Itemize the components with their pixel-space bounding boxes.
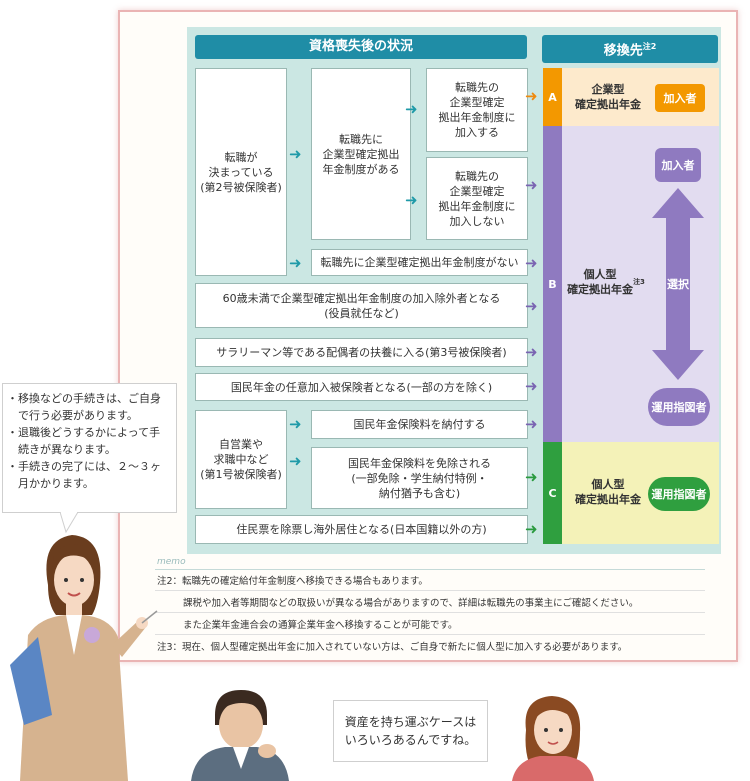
- memo-line-4: 注3：現在、個人型確定拠出年金に加入されていない方は、ご自身で新たに個人型に加入…: [157, 642, 628, 653]
- memo-divider: [155, 590, 705, 591]
- double-arrow-icon: [652, 188, 704, 380]
- arrow-icon: ➜: [405, 100, 418, 118]
- dest-b-top-badge: 加入者: [655, 148, 701, 182]
- woman-speech-bubble: ・移換などの手続きは、ご自身 で行う必要があります。 ・退職後どうするかによって…: [2, 383, 177, 513]
- woman-presenter-illustration: [10, 535, 158, 781]
- box-voluntary: 国民年金の任意加入被保険者となる(一部の方を除く): [195, 373, 528, 401]
- status-header: 資格喪失後の状況: [195, 35, 527, 59]
- arrow-to-b-icon: ➜: [525, 415, 538, 433]
- arrow-icon: ➜: [289, 452, 302, 470]
- woman-bubble-line: ・移換などの手続きは、ご自身: [7, 392, 161, 405]
- dest-b-select-label: 選択: [667, 278, 689, 291]
- arrow-to-c-icon: ➜: [525, 468, 538, 486]
- arrow-icon: ➜: [289, 415, 302, 433]
- dest-a-badge: 加入者: [655, 84, 705, 112]
- woman-bubble-line: 続きが異なります。: [7, 443, 116, 456]
- arrow-to-b-icon: ➜: [525, 343, 538, 361]
- box-not-join-plan: 転職先の 企業型確定 拠出年金制度に 加入しない: [426, 157, 528, 240]
- memo-label: memo: [157, 557, 186, 567]
- box-pay-premium: 国民年金保険料を納付する: [311, 410, 528, 439]
- memo-line-1: 注2：転職先の確定給付年金制度へ移換できる場合もあります。: [157, 576, 428, 587]
- woman-listener-illustration: [512, 696, 594, 781]
- arrow-icon: ➜: [289, 254, 302, 272]
- box-join-plan: 転職先の 企業型確定 拠出年金制度に 加入する: [426, 68, 528, 152]
- memo-divider: [155, 569, 705, 570]
- dest-c-name: 個人型 確定拠出年金: [575, 478, 641, 506]
- woman-bubble-line: 月かかります。: [7, 477, 94, 490]
- man-illustration: [191, 690, 289, 781]
- arrow-to-c-icon: ➜: [525, 520, 538, 538]
- box-no-plan: 転職先に企業型確定拠出年金制度がない: [311, 249, 528, 276]
- woman-bubble-line: で行う必要があります。: [7, 409, 138, 422]
- status-header-title: 資格喪失後の状況: [308, 39, 413, 54]
- arrow-to-b-icon: ➜: [525, 254, 538, 272]
- arrow-icon: ➜: [289, 145, 302, 163]
- arrow-to-b-icon: ➜: [525, 297, 538, 315]
- bubble-tail-icon: [60, 512, 79, 534]
- dest-c-badge: 運用指図者: [648, 477, 710, 511]
- box-spouse: サラリーマン等である配偶者の扶養に入る(第3号被保険者): [195, 338, 528, 367]
- dest-c-letter: C: [543, 442, 562, 544]
- box-new-employer-has-plan: 転職先に 企業型確定拠出 年金制度がある: [311, 68, 411, 240]
- box-exempt-premium: 国民年金保険料を免除される (一部免除・学生納付特例・ 納付猶予も含む): [311, 447, 528, 509]
- dest-a-name: 企業型 確定拠出年金: [575, 83, 641, 111]
- memo-divider: [155, 612, 705, 613]
- destination-header-title: 移換先: [603, 43, 643, 59]
- dest-b-letter: B: [543, 126, 562, 442]
- dest-a-letter: A: [543, 68, 562, 126]
- memo-divider: [155, 634, 705, 635]
- dest-b-bottom-badge: 運用指図者: [648, 388, 710, 426]
- destination-header: 移換先注2: [542, 35, 718, 64]
- man-bubble-line: いろいろあるんですね。: [344, 733, 477, 747]
- dest-b-note: 注3: [633, 277, 645, 286]
- destination-header-note: 注2: [642, 42, 657, 51]
- woman-bubble-line: ・手続きの完了には、２～３ヶ: [7, 460, 161, 473]
- arrow-to-a-icon: ➜: [525, 87, 538, 105]
- dest-b-name: 個人型 確定拠出年金注3: [566, 262, 646, 302]
- memo-line-3: また企業年金連合会の通算企業年金へ移換することが可能です。: [183, 620, 458, 631]
- man-bubble-line: 資産を持ち運ぶケースは: [344, 715, 477, 729]
- box-under60-excluded: 60歳未満で企業型確定拠出年金制度の加入除外者となる (役員就任など): [195, 283, 528, 328]
- arrow-to-b-icon: ➜: [525, 377, 538, 395]
- box-self-employed: 自営業や 求職中など (第1号被保険者): [195, 410, 287, 509]
- box-abroad: 住民票を除票し海外居住となる(日本国籍以外の方): [195, 515, 528, 544]
- arrow-icon: ➜: [405, 191, 418, 209]
- dest-b-name-text: 個人型 確定拠出年金: [567, 268, 634, 296]
- arrow-to-b-icon: ➜: [525, 176, 538, 194]
- man-speech-bubble: 資産を持ち運ぶケースは いろいろあるんですね。: [333, 700, 488, 762]
- box-job-change: 転職が 決まっている (第2号被保険者): [195, 68, 287, 276]
- woman-bubble-line: ・退職後どうするかによって手: [7, 426, 161, 439]
- memo-line-2: 課税や加入者等期間などの取扱いが異なる場合がありますので、詳細は転職先の事業主に…: [183, 598, 639, 609]
